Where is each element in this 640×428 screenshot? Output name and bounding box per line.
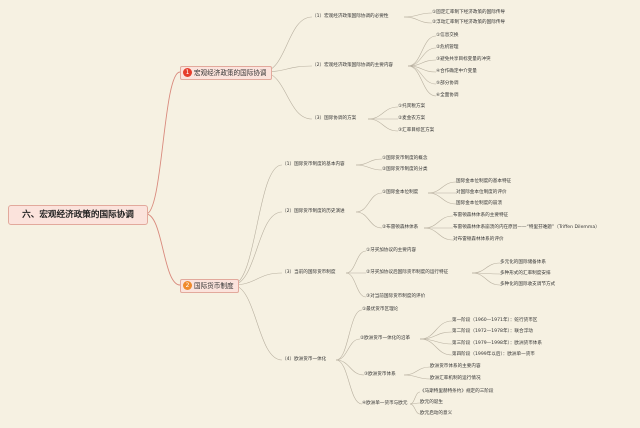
b2-item-4-leaf[interactable]: 第二阶段（1972—1978年）：联合浮动 (452, 329, 533, 334)
connector-line (407, 35, 437, 67)
connector-line (471, 272, 501, 286)
b2-item-3-leaf[interactable]: 多元化的国际储备体系 (500, 260, 546, 265)
b1-item-1[interactable]: （1）宏观经济政策国际协调的必要性 (312, 14, 389, 19)
b1-item-3-leaf[interactable]: ②麦金农方案 (398, 116, 426, 121)
b2-item-2-leaf[interactable]: 对国际金本位制度的评价 (456, 190, 507, 195)
connector-line (355, 211, 383, 229)
connector-line (355, 164, 383, 171)
connector-line (355, 158, 383, 166)
b2-item-4[interactable]: （4）欧洲货币一体化 (282, 357, 327, 362)
root-topic[interactable]: 六、宏观经济政策的国际协调 (8, 205, 148, 225)
connector-line (261, 16, 313, 73)
connector-line (407, 65, 437, 97)
connector-line (403, 16, 433, 24)
b2-item-4-leaf[interactable]: 第三阶段（1979—1998年）：欧洲货币体系 (452, 341, 542, 346)
connector-line (403, 374, 431, 380)
number-2-icon: 2 (183, 280, 192, 290)
b1-item-3-leaf[interactable]: ③汇率目标区方案 (398, 128, 435, 133)
connector-line (403, 12, 433, 18)
b2-item-4-leaf[interactable]: 欧元的诞生 (420, 400, 443, 405)
connector-line (427, 192, 457, 205)
b2-item-4-leaf[interactable]: 第四阶段（1999年以后）：欧洲单一货币 (452, 352, 535, 357)
connector-line (145, 213, 181, 286)
b2-item-2-leaf[interactable]: 布雷顿森林体系的主要特征 (453, 213, 509, 218)
b2-item-1[interactable]: （1）国际货币制度的基本内容 (282, 162, 345, 167)
b2-item-4-leaf[interactable]: 第一阶段（1960—1971年）：蛇行货币区 (452, 318, 538, 323)
connector-line (335, 338, 361, 361)
b2-item-3-sub[interactable]: ③对当前国际货币制度的评价 (366, 294, 426, 299)
connector-line (427, 181, 457, 194)
connector-line (409, 391, 421, 405)
b2-item-2-sub[interactable]: ②布雷顿森林体系 (382, 225, 419, 230)
b2-item-4-leaf[interactable]: 欧洲汇率机制的运行情况 (430, 376, 481, 381)
connector-line (471, 262, 501, 274)
connector-line (231, 211, 283, 286)
b2-item-3-leaf[interactable]: 多种形式的汇率制度安排 (500, 271, 551, 276)
b2-item-2-leaf[interactable]: 国际金本位制度的崩溃 (456, 201, 502, 206)
connector-line (345, 250, 367, 274)
branch-2-title: 国际货币制度 (194, 282, 234, 290)
b1-item-1-leaf[interactable]: ①固定汇率制下经济政策的国际传导 (432, 10, 506, 15)
connector-line (367, 118, 399, 132)
b2-item-2-sub[interactable]: ①国际金本位制度 (382, 190, 419, 195)
b2-item-2[interactable]: （2）国际货币制度的历史演进 (282, 209, 345, 214)
b2-item-4-sub[interactable]: ②欧洲货币一体化的沿革 (360, 336, 411, 341)
b1-item-1-leaf[interactable]: ②浮动汇率制下经济政策的国际传导 (432, 20, 506, 25)
connector-line (335, 359, 365, 376)
b2-item-3-sub[interactable]: ①牙买加协议的主要内容 (366, 248, 417, 253)
b2-item-1-leaf[interactable]: ①国际货币制度的概念 (382, 156, 428, 161)
b1-item-2-leaf[interactable]: ④合作确定中介变量 (436, 69, 477, 74)
connector-line (367, 106, 399, 120)
connector-line (345, 272, 367, 298)
connector-line (335, 309, 363, 361)
b2-item-4-sub[interactable]: ①最优货币区理论 (362, 307, 399, 312)
connector-line (231, 164, 283, 286)
b1-item-2-leaf[interactable]: ②危机管理 (436, 45, 459, 50)
b2-item-2-leaf[interactable]: 国际金本位制度的基本特征 (456, 179, 512, 184)
connector-line (335, 359, 363, 405)
b2-item-3-sub[interactable]: ②牙买加协议后国际货币制度的运行特征 (366, 270, 449, 275)
connector-line (231, 284, 283, 361)
b1-item-2-leaf[interactable]: ⑥全面协调 (436, 93, 459, 98)
b2-item-2-leaf[interactable]: 布雷顿森林体系崩溃的内在原因——“特里芬难题”（Triffen Dilemma） (453, 225, 600, 230)
branch-1-title: 宏观经济政策的国际协调 (194, 69, 267, 77)
connector-line (145, 71, 181, 215)
number-1-icon: 1 (183, 67, 192, 77)
connector-line (409, 403, 421, 415)
connector-line (419, 338, 453, 356)
b2-item-3-leaf[interactable]: 多种化的国际收支调节方式 (500, 282, 556, 287)
b1-item-3-leaf[interactable]: ①托宾税方案 (398, 104, 426, 109)
connector-line (423, 215, 454, 229)
b2-item-1-leaf[interactable]: ②国际货币制度的分类 (382, 167, 428, 172)
b2-item-4-leaf[interactable]: 《马斯特里赫特条约》规定的三阶段 (420, 389, 494, 394)
connector-line (407, 47, 437, 67)
b2-item-2-leaf[interactable]: 对布雷顿森林体系的评价 (453, 237, 504, 242)
connector-line (419, 320, 453, 340)
b1-item-2[interactable]: （2）宏观经济政策国际协调的主要内容 (312, 63, 394, 68)
b1-item-2-leaf[interactable]: ①信息交换 (436, 33, 459, 38)
connector-line (355, 192, 383, 213)
connector-line (407, 59, 437, 67)
b1-item-2-leaf[interactable]: ⑤部分协调 (436, 81, 459, 86)
connector-line (419, 331, 453, 340)
connector-line (231, 272, 283, 286)
b1-item-3[interactable]: （3）国际协调的方案 (312, 116, 357, 121)
b2-item-4-sub[interactable]: ③欧洲货币体系 (364, 372, 396, 377)
b2-item-3[interactable]: （3）当前的国际货币制度 (282, 270, 336, 275)
b2-item-4-sub[interactable]: ④欧洲单一货币与欧元 (362, 401, 408, 406)
b1-item-2-leaf[interactable]: ③避免共享目标变量的冲突 (436, 57, 491, 62)
b2-item-4-leaf[interactable]: 欧洲货币体系的主要内容 (430, 364, 481, 369)
b2-item-4-leaf[interactable]: 欧元启动的意义 (420, 411, 453, 416)
connector-line (423, 227, 454, 241)
connector-line (403, 366, 431, 376)
